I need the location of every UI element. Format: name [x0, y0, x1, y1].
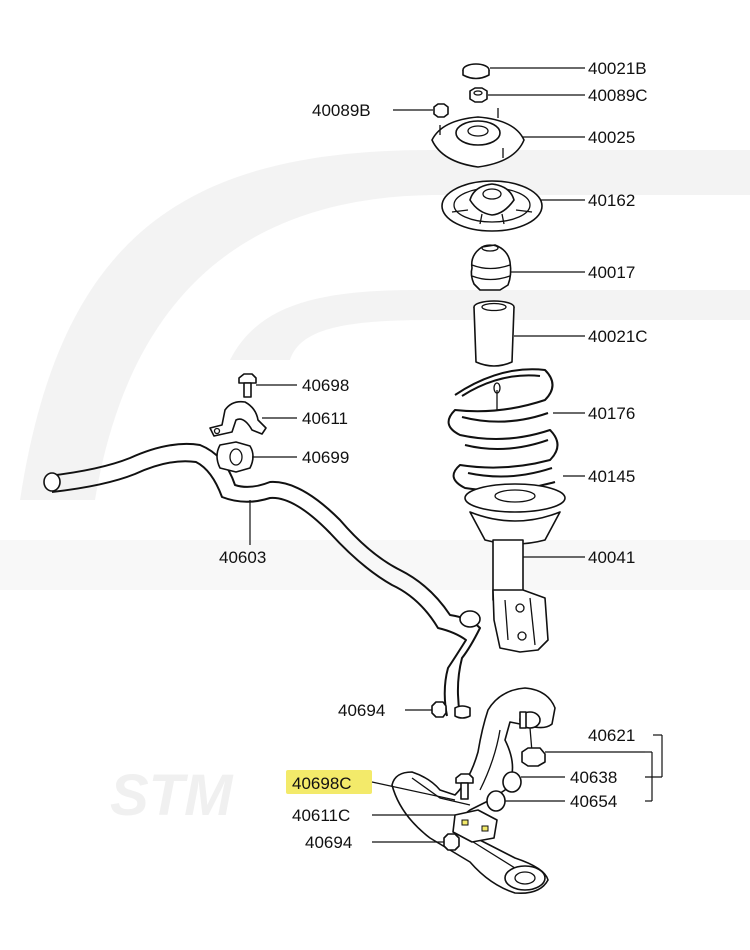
- label-40694-upper: 40694: [338, 701, 385, 720]
- label-40089B: 40089B: [312, 101, 371, 120]
- label-40025: 40025: [588, 128, 635, 147]
- label-40694-lower: 40694: [305, 833, 352, 852]
- part-40654: [486, 790, 506, 812]
- label-40021C: 40021C: [588, 327, 648, 346]
- label-40089C: 40089C: [588, 86, 648, 105]
- highlight-40698C: [286, 770, 372, 794]
- part-40162: [441, 180, 543, 232]
- part-40603: [43, 442, 481, 717]
- part-40176: [447, 368, 559, 492]
- part-40611: [209, 400, 267, 437]
- part-40017: [470, 244, 512, 291]
- label-40041: 40041: [588, 548, 635, 567]
- part-40694-lower: [443, 833, 460, 851]
- part-40089C: [469, 87, 488, 103]
- label-40699: 40699: [302, 448, 349, 467]
- label-40603: 40603: [219, 548, 266, 567]
- label-40176: 40176: [588, 404, 635, 423]
- label-40611C: 40611C: [292, 806, 350, 825]
- part-40699: [216, 441, 254, 473]
- label-40021B: 40021B: [588, 59, 647, 78]
- part-40698: [238, 373, 257, 398]
- part-40694-upper: [431, 701, 471, 719]
- part-40021B: [462, 63, 490, 80]
- part-40025: [431, 108, 525, 168]
- leader-lines: [249, 67, 663, 843]
- part-40621: [519, 711, 546, 767]
- label-40638: 40638: [570, 768, 617, 787]
- part-40698C: [455, 773, 474, 800]
- part-40145: [464, 483, 566, 513]
- part-40041: [469, 511, 561, 653]
- part-40089B: [433, 103, 449, 118]
- watermark-background: STM: [0, 150, 750, 828]
- label-40611: 40611: [302, 409, 348, 428]
- callout-labels: 40021B 40089C 40089B 40025 40162 40017 4…: [219, 59, 648, 852]
- part-40638: [502, 771, 522, 793]
- part-lower-arm: [391, 687, 556, 895]
- label-40621: 40621: [588, 726, 635, 745]
- label-40162: 40162: [588, 191, 635, 210]
- label-40698: 40698: [302, 376, 349, 395]
- label-40017: 40017: [588, 263, 635, 282]
- part-40021C: [473, 300, 515, 367]
- label-40145: 40145: [588, 467, 635, 486]
- watermark-text: STM: [110, 763, 234, 828]
- label-40698C: 40698C: [292, 774, 352, 793]
- label-40654: 40654: [570, 792, 617, 811]
- part-40611C: [452, 809, 498, 843]
